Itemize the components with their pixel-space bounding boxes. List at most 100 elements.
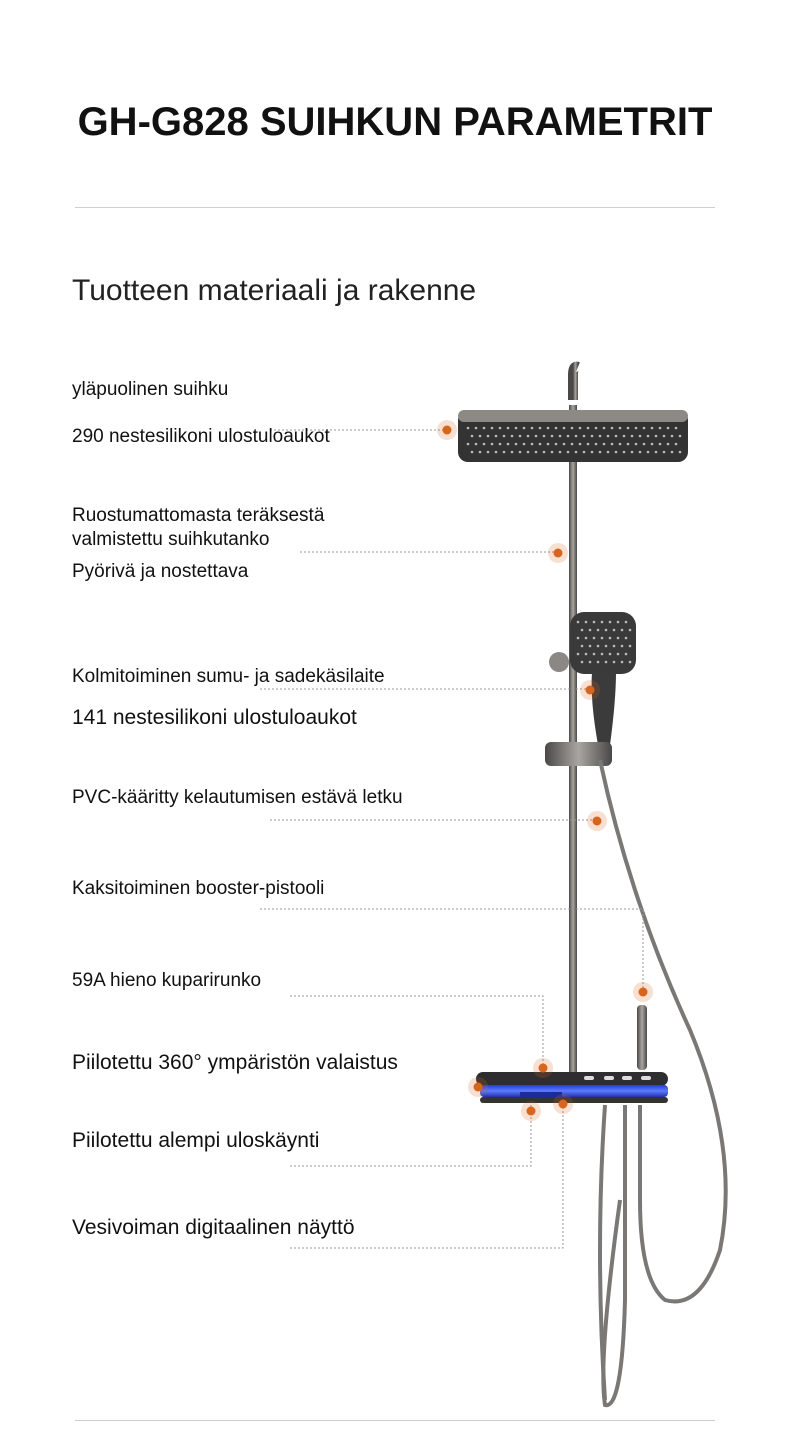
nozzle [546, 426, 550, 430]
nozzle [534, 450, 538, 454]
label-booster-gun: Kaksitoiminen booster-pistooli [72, 878, 325, 899]
label-copper-body: 59A hieno kuparirunko [72, 970, 262, 991]
nozzle [592, 636, 596, 640]
nozzle [614, 450, 618, 454]
nozzle [608, 652, 612, 656]
nozzle [466, 426, 470, 430]
nozzle [624, 620, 628, 624]
nozzle [596, 660, 600, 664]
nozzle [482, 442, 486, 446]
nozzle [580, 628, 584, 632]
nozzle [642, 426, 646, 430]
overhead-shower-head [458, 410, 688, 462]
nozzle [634, 426, 638, 430]
nozzle [634, 442, 638, 446]
nozzle [502, 434, 506, 438]
nozzle [546, 442, 550, 446]
nozzle [482, 426, 486, 430]
nozzle [678, 450, 682, 454]
nozzle [470, 450, 474, 454]
nozzle [602, 442, 606, 446]
nozzle [486, 450, 490, 454]
nozzle [642, 442, 646, 446]
nozzle [594, 426, 598, 430]
nozzle [474, 426, 478, 430]
nozzle [618, 442, 622, 446]
nozzle [628, 660, 632, 664]
nozzle [514, 426, 518, 430]
label-lower-outlet: Piilotettu alempi uloskäynti [72, 1129, 320, 1152]
shower-pole [569, 405, 577, 1075]
nozzle [612, 628, 616, 632]
nozzle [582, 450, 586, 454]
nozzle [620, 660, 624, 664]
nozzle [666, 442, 670, 446]
nozzle [494, 434, 498, 438]
nozzle [526, 450, 530, 454]
nozzle [622, 434, 626, 438]
nozzle [558, 450, 562, 454]
nozzle [490, 426, 494, 430]
nozzle [538, 426, 542, 430]
nozzle [630, 450, 634, 454]
nozzle [576, 620, 580, 624]
nozzle [586, 442, 590, 446]
nozzle [514, 442, 518, 446]
nozzle [610, 426, 614, 430]
nozzle [616, 620, 620, 624]
page-title: GH-G828 SUIHKUN PARAMETRIT [77, 100, 713, 144]
nozzle [630, 434, 634, 438]
nozzle [584, 636, 588, 640]
nozzle [598, 434, 602, 438]
nozzle [534, 434, 538, 438]
nozzle [658, 442, 662, 446]
nozzle [578, 442, 582, 446]
nozzle [588, 628, 592, 632]
nozzle [550, 434, 554, 438]
nozzle [562, 442, 566, 446]
nozzle [586, 426, 590, 430]
nozzle [538, 442, 542, 446]
nozzle [596, 644, 600, 648]
nozzle [602, 426, 606, 430]
nozzle [662, 450, 666, 454]
label-ambient-light: Piilotettu 360° ympäristön valaistus [72, 1051, 398, 1074]
nozzle [588, 644, 592, 648]
top-arm [568, 361, 580, 400]
nozzle [574, 434, 578, 438]
nozzle [550, 450, 554, 454]
nozzle [610, 442, 614, 446]
nozzle [604, 660, 608, 664]
nozzle [580, 644, 584, 648]
nozzle [646, 450, 650, 454]
nozzle [638, 434, 642, 438]
nozzle [650, 426, 654, 430]
nozzle [574, 450, 578, 454]
nozzle [670, 434, 674, 438]
nozzle [566, 450, 570, 454]
nozzle [598, 450, 602, 454]
nozzle [578, 426, 582, 430]
nozzle [600, 652, 604, 656]
divider-bottom [75, 1420, 715, 1421]
nozzle [658, 426, 662, 430]
divider-top [75, 207, 715, 208]
slider-bracket [545, 742, 612, 766]
nozzle [576, 652, 580, 656]
hand-shower-head [570, 612, 636, 674]
label-overhead-outlets: 290 nestesilikoni ulostuloaukot [72, 426, 330, 447]
nozzle [628, 628, 632, 632]
nozzle [626, 426, 630, 430]
nozzle [478, 434, 482, 438]
label-hand-outlets: 141 nestesilikoni ulostuloaukot [72, 706, 357, 729]
nozzle [530, 426, 534, 430]
shelf [476, 1072, 668, 1086]
nozzle [554, 426, 558, 430]
hose [598, 759, 728, 1304]
nozzle [612, 660, 616, 664]
nozzle [494, 450, 498, 454]
nozzle [522, 426, 526, 430]
nozzle [596, 628, 600, 632]
nozzle [674, 442, 678, 446]
nozzle [654, 450, 658, 454]
